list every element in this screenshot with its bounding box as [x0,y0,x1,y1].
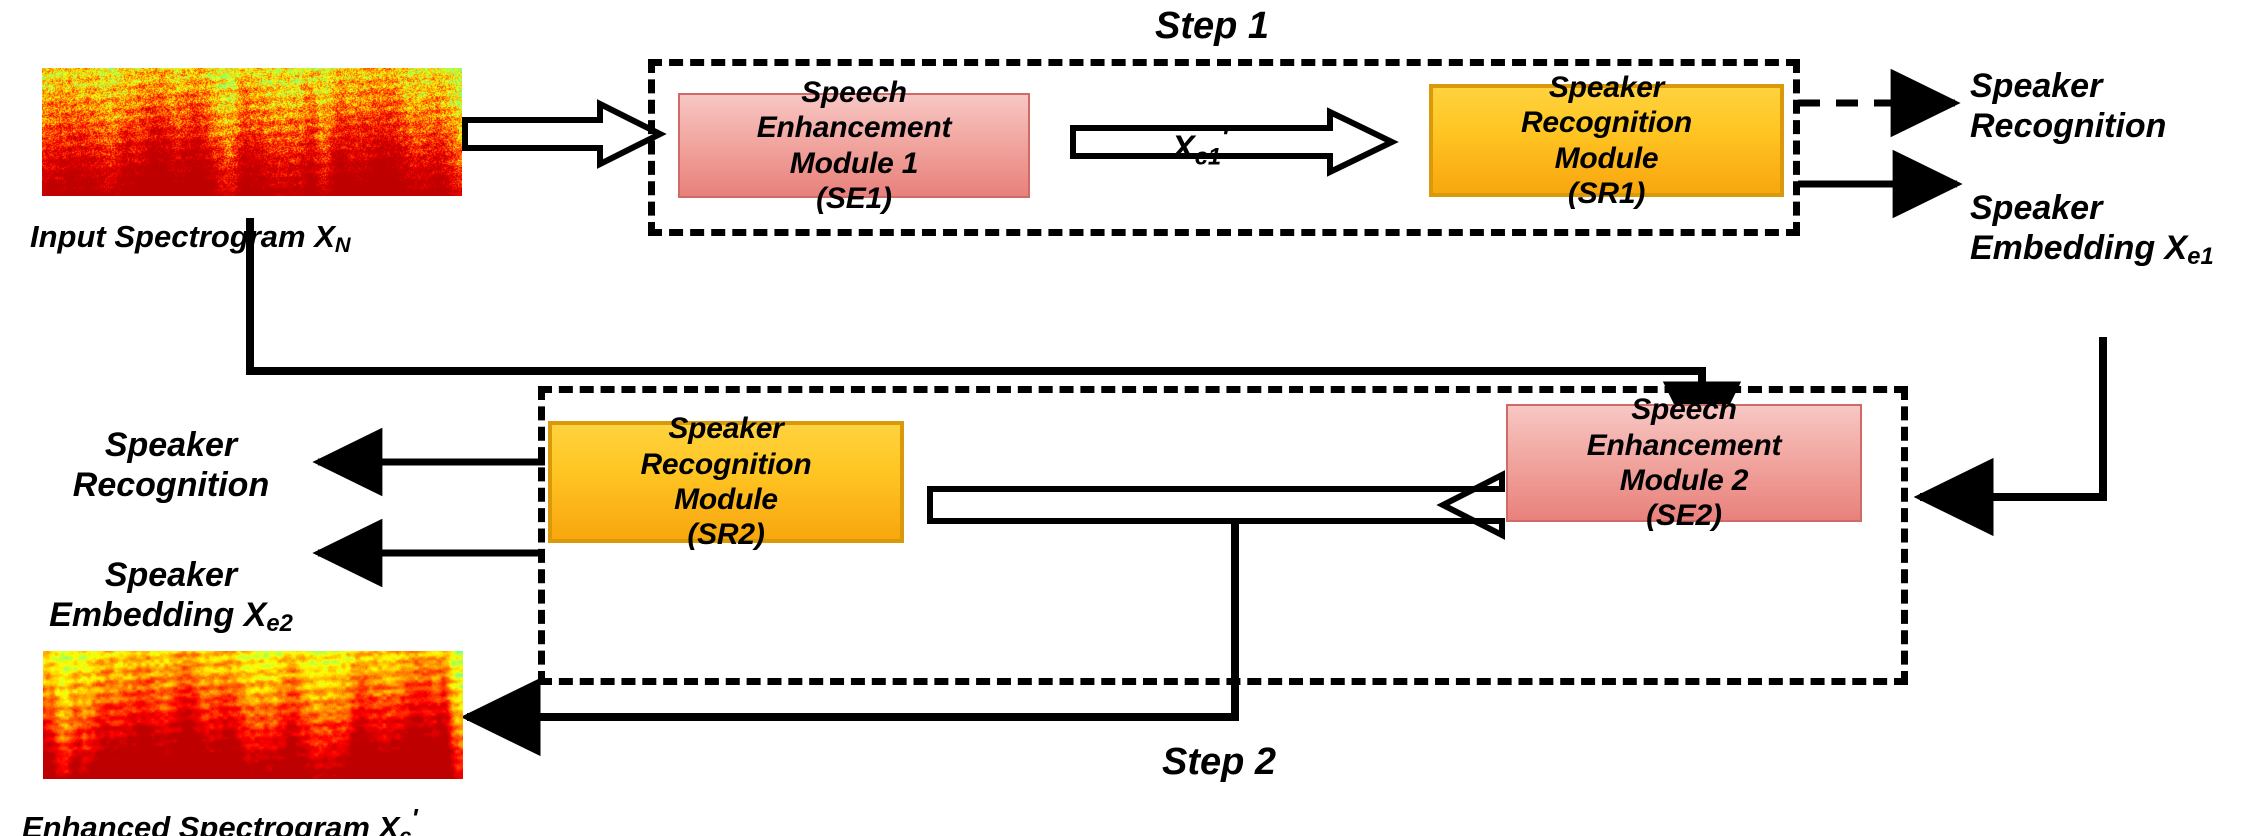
module-se2[interactable]: Speech Enhancement Module 2 (SE2) [1506,393,1862,532]
output-speaker-recognition-top: Speaker Recognition [1970,67,2167,146]
output-speaker-recognition-bottom: Speaker Recognition [72,426,270,505]
connector-embedding-e1-to-se2 [1913,337,2107,537]
embedding-e1-subscript: e1 [2187,243,2214,271]
module-sr1[interactable]: Speaker Recognition Module (SR1) [1429,71,1784,210]
block-arrow-input-to-se1 [462,99,667,169]
embedding-e2-subscript: e2 [266,610,293,638]
step1-container [648,59,1800,236]
input-spectrogram-caption: Input Spectrogram XN [30,218,351,257]
enhanced-spectrogram-prime: ' [411,802,418,833]
enhanced-spectrogram-caption: Enhanced Spectrogram Xc' [22,766,418,836]
module-se1-label: Speech Enhancement Module 1 (SE1) [756,75,952,215]
enhanced-spectrogram-image [43,651,463,779]
module-sr2[interactable]: Speaker Recognition Module (SR2) [548,412,904,551]
step2-title: Step 2 [1162,741,1277,783]
module-se2-label: Speech Enhancement Module 2 (SE2) [1586,393,1782,533]
xc1-subscript: c1 [1194,143,1222,171]
step2-container [538,386,1908,685]
xc1-prime: ' [1221,122,1229,155]
input-spectrogram-subscript: N [334,231,351,257]
arrow-label-xc1: Xc1' [1172,122,1229,171]
input-spectrogram-image [42,68,462,196]
module-se1[interactable]: Speech Enhancement Module 1 (SE1) [678,76,1030,215]
step1-title: Step 1 [1155,5,1270,47]
module-sr2-label: Speaker Recognition Module (SR2) [640,412,812,552]
enhanced-spectrogram-subscript: c [399,822,412,836]
module-sr1-label: Speaker Recognition Module (SR1) [1520,70,1693,210]
